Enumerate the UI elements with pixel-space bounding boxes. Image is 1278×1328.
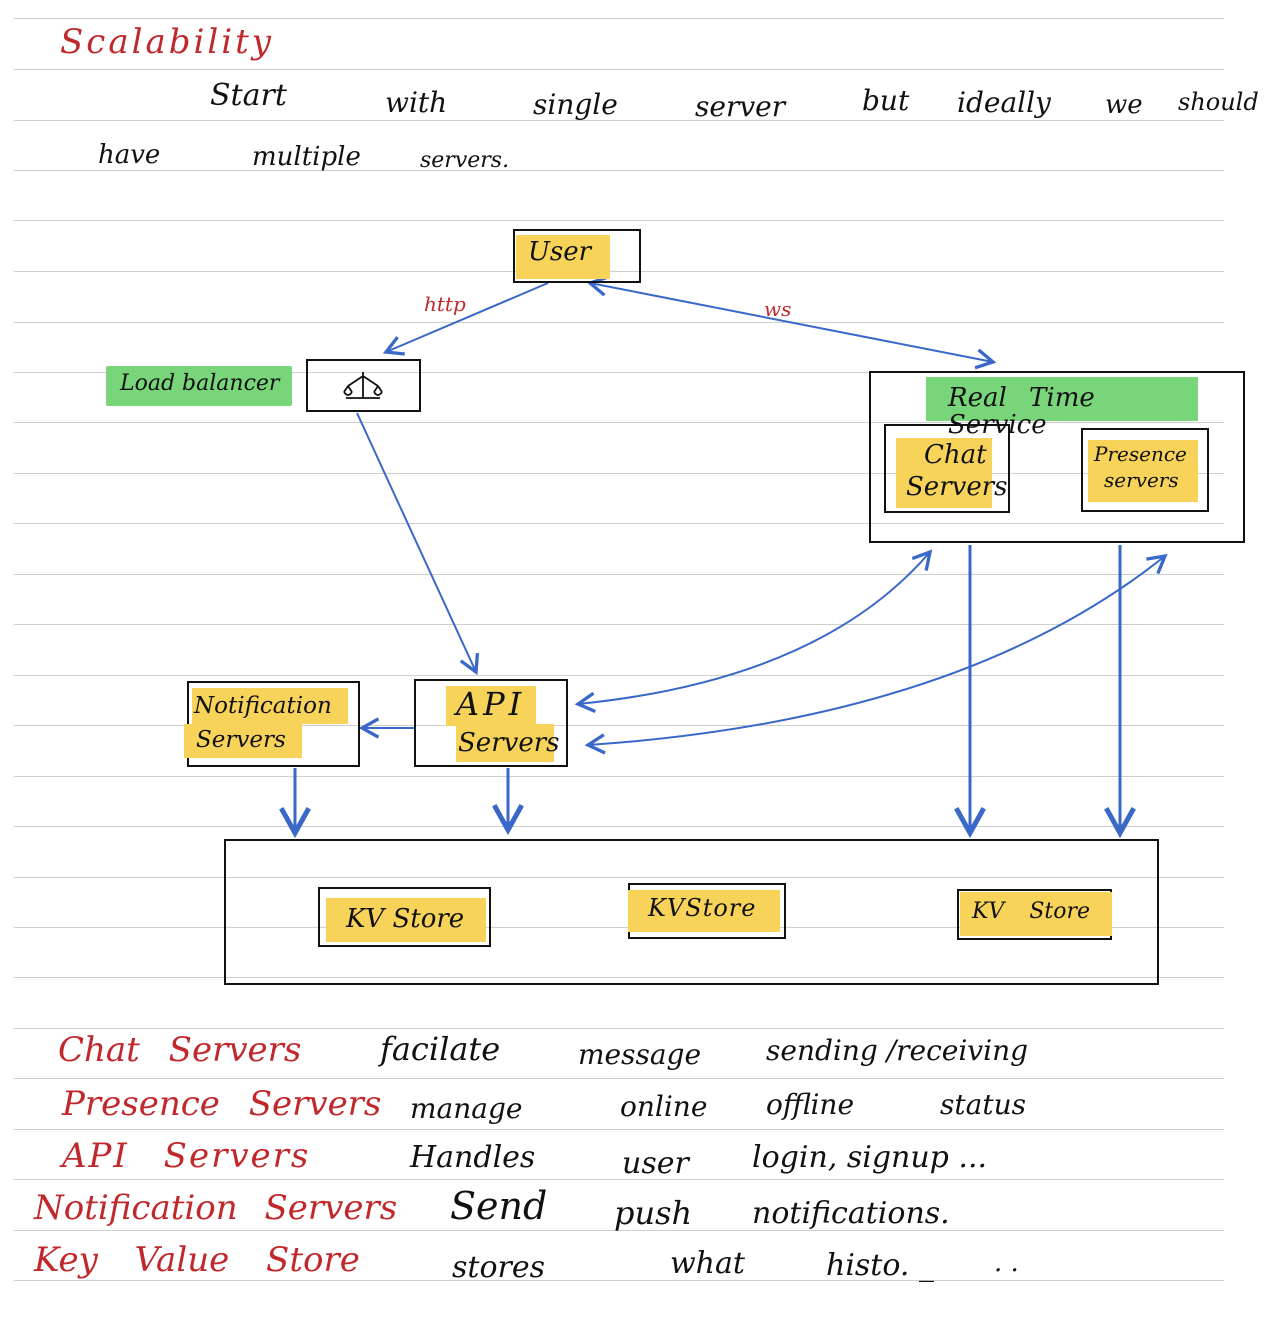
definition-desc: user (622, 1146, 689, 1181)
http-label: http (424, 292, 466, 316)
kv-store-2-label: KVStore (628, 890, 780, 932)
definition-desc: offline (766, 1088, 855, 1121)
definition-term: Notification Servers (34, 1188, 398, 1228)
definition-term: Chat Servers (58, 1030, 302, 1070)
chat-servers-node (884, 424, 1010, 513)
ws-label: ws (764, 297, 792, 321)
intro-word: should (1178, 88, 1259, 116)
api-servers-line-1: API (456, 685, 526, 723)
load-balancer-node (306, 359, 421, 412)
intro-word: we (1105, 90, 1143, 120)
intro-word: but (862, 84, 910, 117)
api-hl-2 (456, 724, 554, 762)
presence-servers-label: Presence servers (1088, 440, 1198, 502)
arrow-user-to-load-balancer (382, 282, 549, 356)
chat-servers-line-1: Chat (924, 440, 987, 470)
notification-servers-label: Notification Servers (184, 684, 350, 762)
real-time-service-group (869, 371, 1245, 543)
presence-servers-line-2: servers (1104, 468, 1179, 492)
page-title: Scalability (60, 22, 275, 62)
balance-scale-icon (343, 372, 383, 399)
definition-desc: . . (994, 1248, 1019, 1278)
intro-word: with (385, 86, 448, 119)
kv-store-1-node (318, 887, 491, 947)
api-servers-label: API Servers (436, 684, 560, 764)
definition-term: Key Value Store (34, 1240, 360, 1280)
chat-servers-label: Chat Servers (896, 438, 1007, 508)
intro-word: ideally (957, 86, 1051, 119)
definition-desc: notifications. (752, 1196, 950, 1231)
definition-desc: sending /receiving (766, 1034, 1029, 1067)
definition-desc: push (614, 1194, 693, 1232)
notification-servers-line-2: Servers (196, 727, 286, 753)
definition-desc: manage (410, 1092, 523, 1125)
api-servers-node (414, 679, 568, 767)
api-servers-line-2: Servers (458, 728, 560, 758)
user-node (513, 229, 641, 283)
real-time-service-label: Real Time Service (926, 377, 1198, 439)
api-hl-1 (446, 686, 536, 726)
definition-desc: online (620, 1090, 708, 1123)
definition-term: Presence Servers (62, 1084, 382, 1124)
definition-desc: status (940, 1088, 1026, 1121)
notification-servers-line-1: Notification (194, 693, 332, 719)
kv-store-1-label: KV Store (326, 898, 486, 942)
intro-word: single (533, 88, 618, 121)
definition-desc: stores (452, 1250, 546, 1285)
load-balancer-label: Load balancer (106, 366, 292, 406)
intro-word: multiple (252, 142, 361, 172)
definition-desc: login, signup ... (752, 1140, 988, 1175)
arrow-api-to-chat-servers (574, 549, 933, 714)
definition-desc: Send (450, 1184, 548, 1228)
definition-desc: histo. _ (826, 1248, 934, 1283)
notification-hl-2 (184, 724, 302, 758)
definition-desc: message (578, 1038, 702, 1071)
chat-servers-line-2: Servers (906, 472, 1008, 502)
kv-store-group (224, 839, 1159, 985)
definition-desc: facilate (380, 1030, 501, 1068)
notification-hl-1 (192, 688, 348, 724)
arrow-api-to-presence-servers (584, 553, 1168, 755)
intro-word: server (695, 90, 786, 123)
definition-desc: what (670, 1246, 745, 1281)
kv-store-3-label: KV Store (960, 892, 1112, 936)
definition-desc: Handles (410, 1140, 536, 1175)
intro-word: have (98, 140, 161, 170)
arrow-user-to-real-time-service (586, 275, 997, 370)
intro-word: Start (210, 78, 287, 113)
arrow-load-balancer-to-api (356, 412, 480, 676)
presence-servers-line-1: Presence (1094, 442, 1187, 466)
definition-term: API Servers (62, 1136, 311, 1176)
user-label: User (516, 235, 610, 279)
intro-word: servers. (420, 148, 510, 173)
presence-servers-node (1081, 428, 1209, 512)
